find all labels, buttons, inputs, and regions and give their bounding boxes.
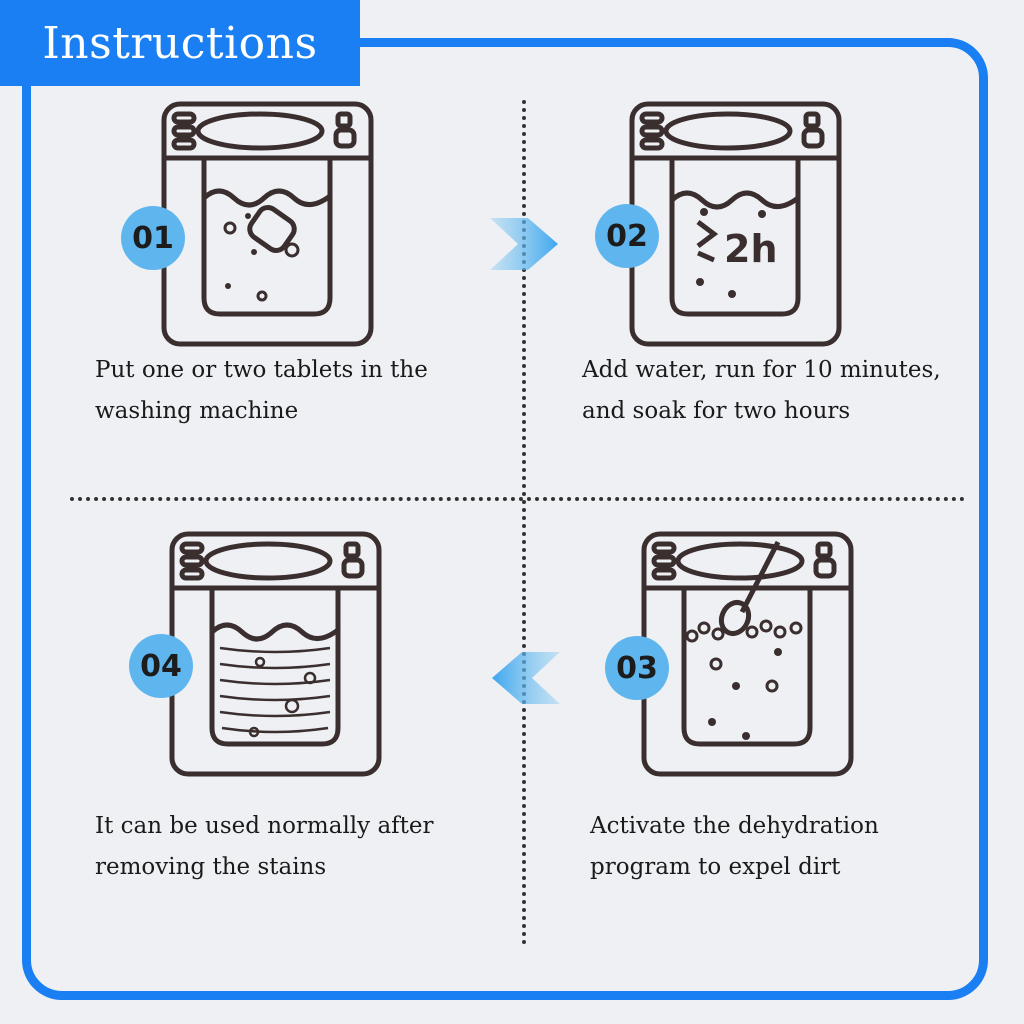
soak-time-label: 2h (724, 227, 778, 271)
page-title: Instructions (0, 0, 360, 86)
arrow-left-icon (492, 652, 560, 704)
step-badge-02: 02 (595, 204, 659, 268)
step-1-caption: Put one or two tablets in the washing ma… (95, 350, 428, 432)
step-2-caption: Add water, run for 10 minutes, and soak … (582, 350, 941, 432)
step-1-caption-line-2: washing machine (95, 398, 299, 424)
step-3-caption-line-1: Activate the dehydration (590, 813, 879, 839)
step-4-caption: It can be used normally after removing t… (95, 806, 434, 888)
step-badge-03: 03 (605, 636, 669, 700)
washing-machine-step-1-icon (161, 101, 374, 347)
step-4-caption-line-1: It can be used normally after (95, 813, 434, 839)
horizontal-divider (70, 497, 965, 501)
washing-machine-step-4-icon (169, 531, 382, 777)
step-1-caption-line-1: Put one or two tablets in the (95, 357, 428, 383)
step-2-caption-line-1: Add water, run for 10 minutes, (582, 357, 941, 383)
washing-machine-step-3-icon (641, 531, 854, 777)
step-3-caption: Activate the dehydration program to expe… (590, 806, 879, 888)
washing-machine-step-2-icon: 2h (629, 101, 842, 347)
arrow-right-icon (490, 218, 558, 270)
step-badge-01: 01 (121, 206, 185, 270)
vertical-divider (522, 100, 526, 945)
step-3-caption-line-2: program to expel dirt (590, 854, 841, 880)
instructions-frame (22, 38, 988, 1000)
step-2-caption-line-2: and soak for two hours (582, 398, 851, 424)
step-badge-04: 04 (129, 634, 193, 698)
step-4-caption-line-2: removing the stains (95, 854, 327, 880)
